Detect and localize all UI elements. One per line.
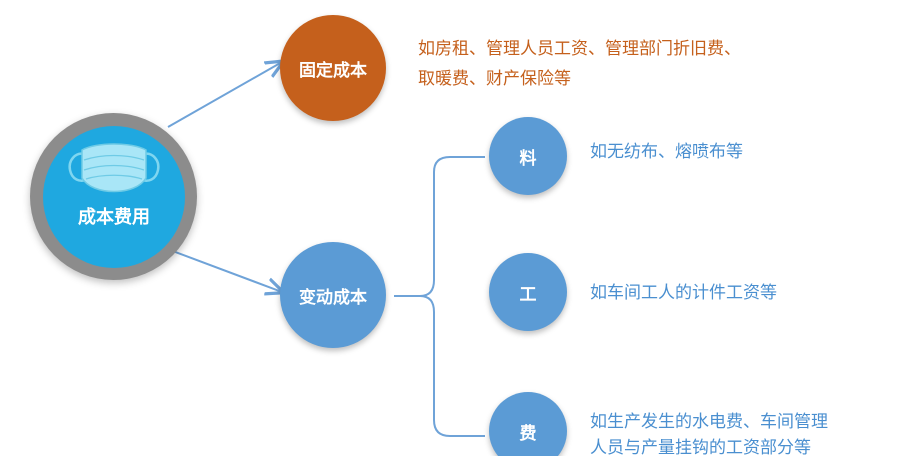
labor-desc-line1: 如车间工人的计件工资等 <box>590 283 777 303</box>
expense-description: 如生产发生的水电费、车间管理 人员与产量挂钩的工资部分等 <box>590 409 828 456</box>
expense-desc-line1: 如生产发生的水电费、车间管理 <box>590 412 828 432</box>
material-label: 料 <box>519 148 537 169</box>
expense-desc-line2: 人员与产量挂钩的工资部分等 <box>590 438 811 456</box>
material-description: 如无纺布、熔喷布等 <box>590 139 743 165</box>
fixed-cost-label: 固定成本 <box>299 60 367 81</box>
connector-root-variable <box>169 249 282 292</box>
fixed-cost-desc-line2: 取暖费、财产保险等 <box>418 69 571 89</box>
brace-variable-lower <box>419 295 485 437</box>
face-mask-icon <box>68 143 160 193</box>
connector-root-fixed <box>167 62 282 128</box>
expense-label: 费 <box>519 423 537 444</box>
labor-label: 工 <box>519 284 537 305</box>
fixed-cost-node: 固定成本 <box>280 15 386 121</box>
labor-node: 工 <box>489 253 567 331</box>
expense-node: 费 <box>489 392 567 456</box>
variable-cost-node: 变动成本 <box>280 242 386 348</box>
material-desc-line1: 如无纺布、熔喷布等 <box>590 142 743 162</box>
variable-cost-label: 变动成本 <box>299 287 367 308</box>
material-node: 料 <box>489 117 567 195</box>
fixed-cost-description: 如房租、管理人员工资、管理部门折旧费、 取暖费、财产保险等 <box>418 34 741 94</box>
fixed-cost-desc-line1: 如房租、管理人员工资、管理部门折旧费、 <box>418 39 741 59</box>
root-label: 成本费用 <box>78 207 150 228</box>
labor-description: 如车间工人的计件工资等 <box>590 280 777 306</box>
brace-variable <box>394 156 485 297</box>
